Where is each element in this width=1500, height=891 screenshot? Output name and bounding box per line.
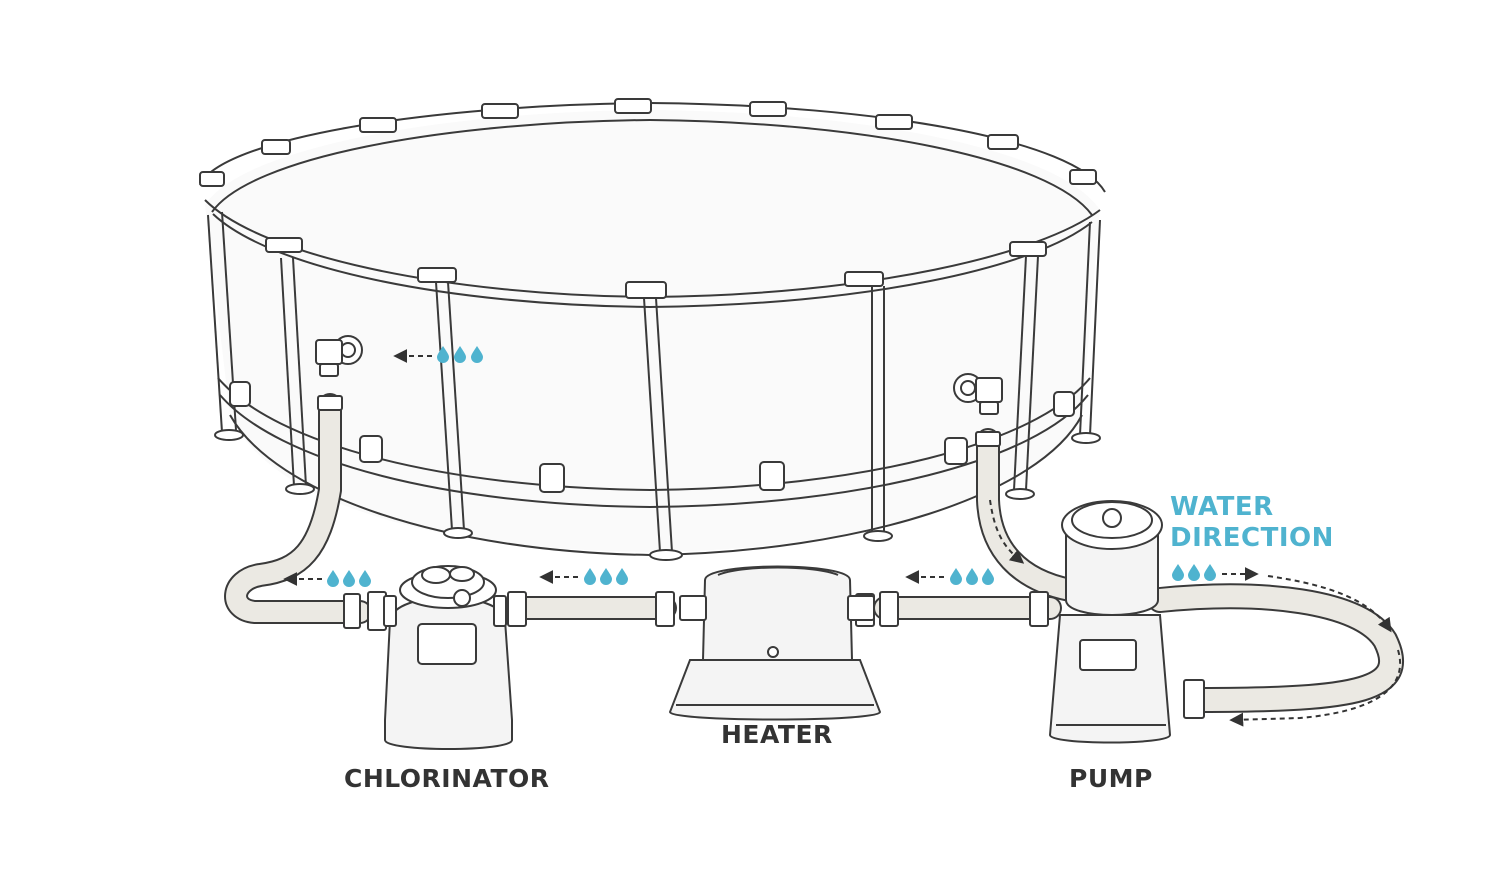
dashed-arrow-icon <box>1229 649 1401 727</box>
label-pump: PUMP <box>1069 764 1153 793</box>
pool <box>199 98 1106 561</box>
pump-base <box>1048 614 1172 744</box>
water-drop-icon <box>966 568 978 585</box>
label-water-direction: WATER DIRECTION <box>1170 492 1334 554</box>
water-drop-icon <box>982 568 994 585</box>
water-drop-icon <box>1204 564 1216 581</box>
water-drop-icon <box>1188 564 1200 581</box>
heater-base <box>668 659 882 721</box>
water-drop-icon <box>471 346 483 363</box>
chlorinator <box>383 565 514 750</box>
pool-rim-front-inner <box>212 213 1093 309</box>
pump-display <box>1079 639 1137 671</box>
chlorinator-top <box>399 565 497 609</box>
dashed-arrow-icon <box>1267 575 1392 633</box>
pump-knob-icon <box>1102 508 1122 528</box>
chlorinator-display <box>417 623 477 665</box>
belt-clips <box>229 381 1075 493</box>
water-drop-icon <box>327 570 339 587</box>
heater-body <box>701 565 854 661</box>
dashed-arrow-icon <box>989 499 1025 564</box>
label-water-direction-line1: WATER <box>1170 492 1274 522</box>
water-drop-icon <box>584 568 596 585</box>
water-drop-icon <box>359 570 371 587</box>
pump <box>1048 500 1172 744</box>
label-heater: HEATER <box>721 720 833 749</box>
chlorinator-body <box>383 596 514 738</box>
hoses <box>224 393 1405 713</box>
water-drop-icon <box>343 570 355 587</box>
leg-feet <box>214 429 1101 561</box>
water-drop-icon <box>1172 564 1184 581</box>
label-water-direction-line2: DIRECTION <box>1170 523 1334 553</box>
pool-legs <box>207 211 1101 553</box>
pool-belt-top <box>217 377 1091 492</box>
flow-arrows <box>283 349 1401 727</box>
pump-canister <box>1065 529 1159 616</box>
water-drops <box>327 346 1216 587</box>
inlet-fitting-right <box>953 373 1003 415</box>
water-drop-icon <box>950 568 962 585</box>
hose-connectors <box>317 395 1205 719</box>
pool-rim-inner <box>211 118 1093 216</box>
heater <box>668 565 882 721</box>
water-drop-icon <box>600 568 612 585</box>
water-drop-icon <box>616 568 628 585</box>
pool-belt-bottom <box>219 394 1089 509</box>
pool-wall <box>205 110 1100 552</box>
rim-joints <box>199 98 1097 299</box>
return-fitting-left <box>315 335 363 377</box>
water-drop-icon <box>437 346 449 363</box>
label-chlorinator: CHLORINATOR <box>344 764 550 793</box>
water-drop-icon <box>454 346 466 363</box>
